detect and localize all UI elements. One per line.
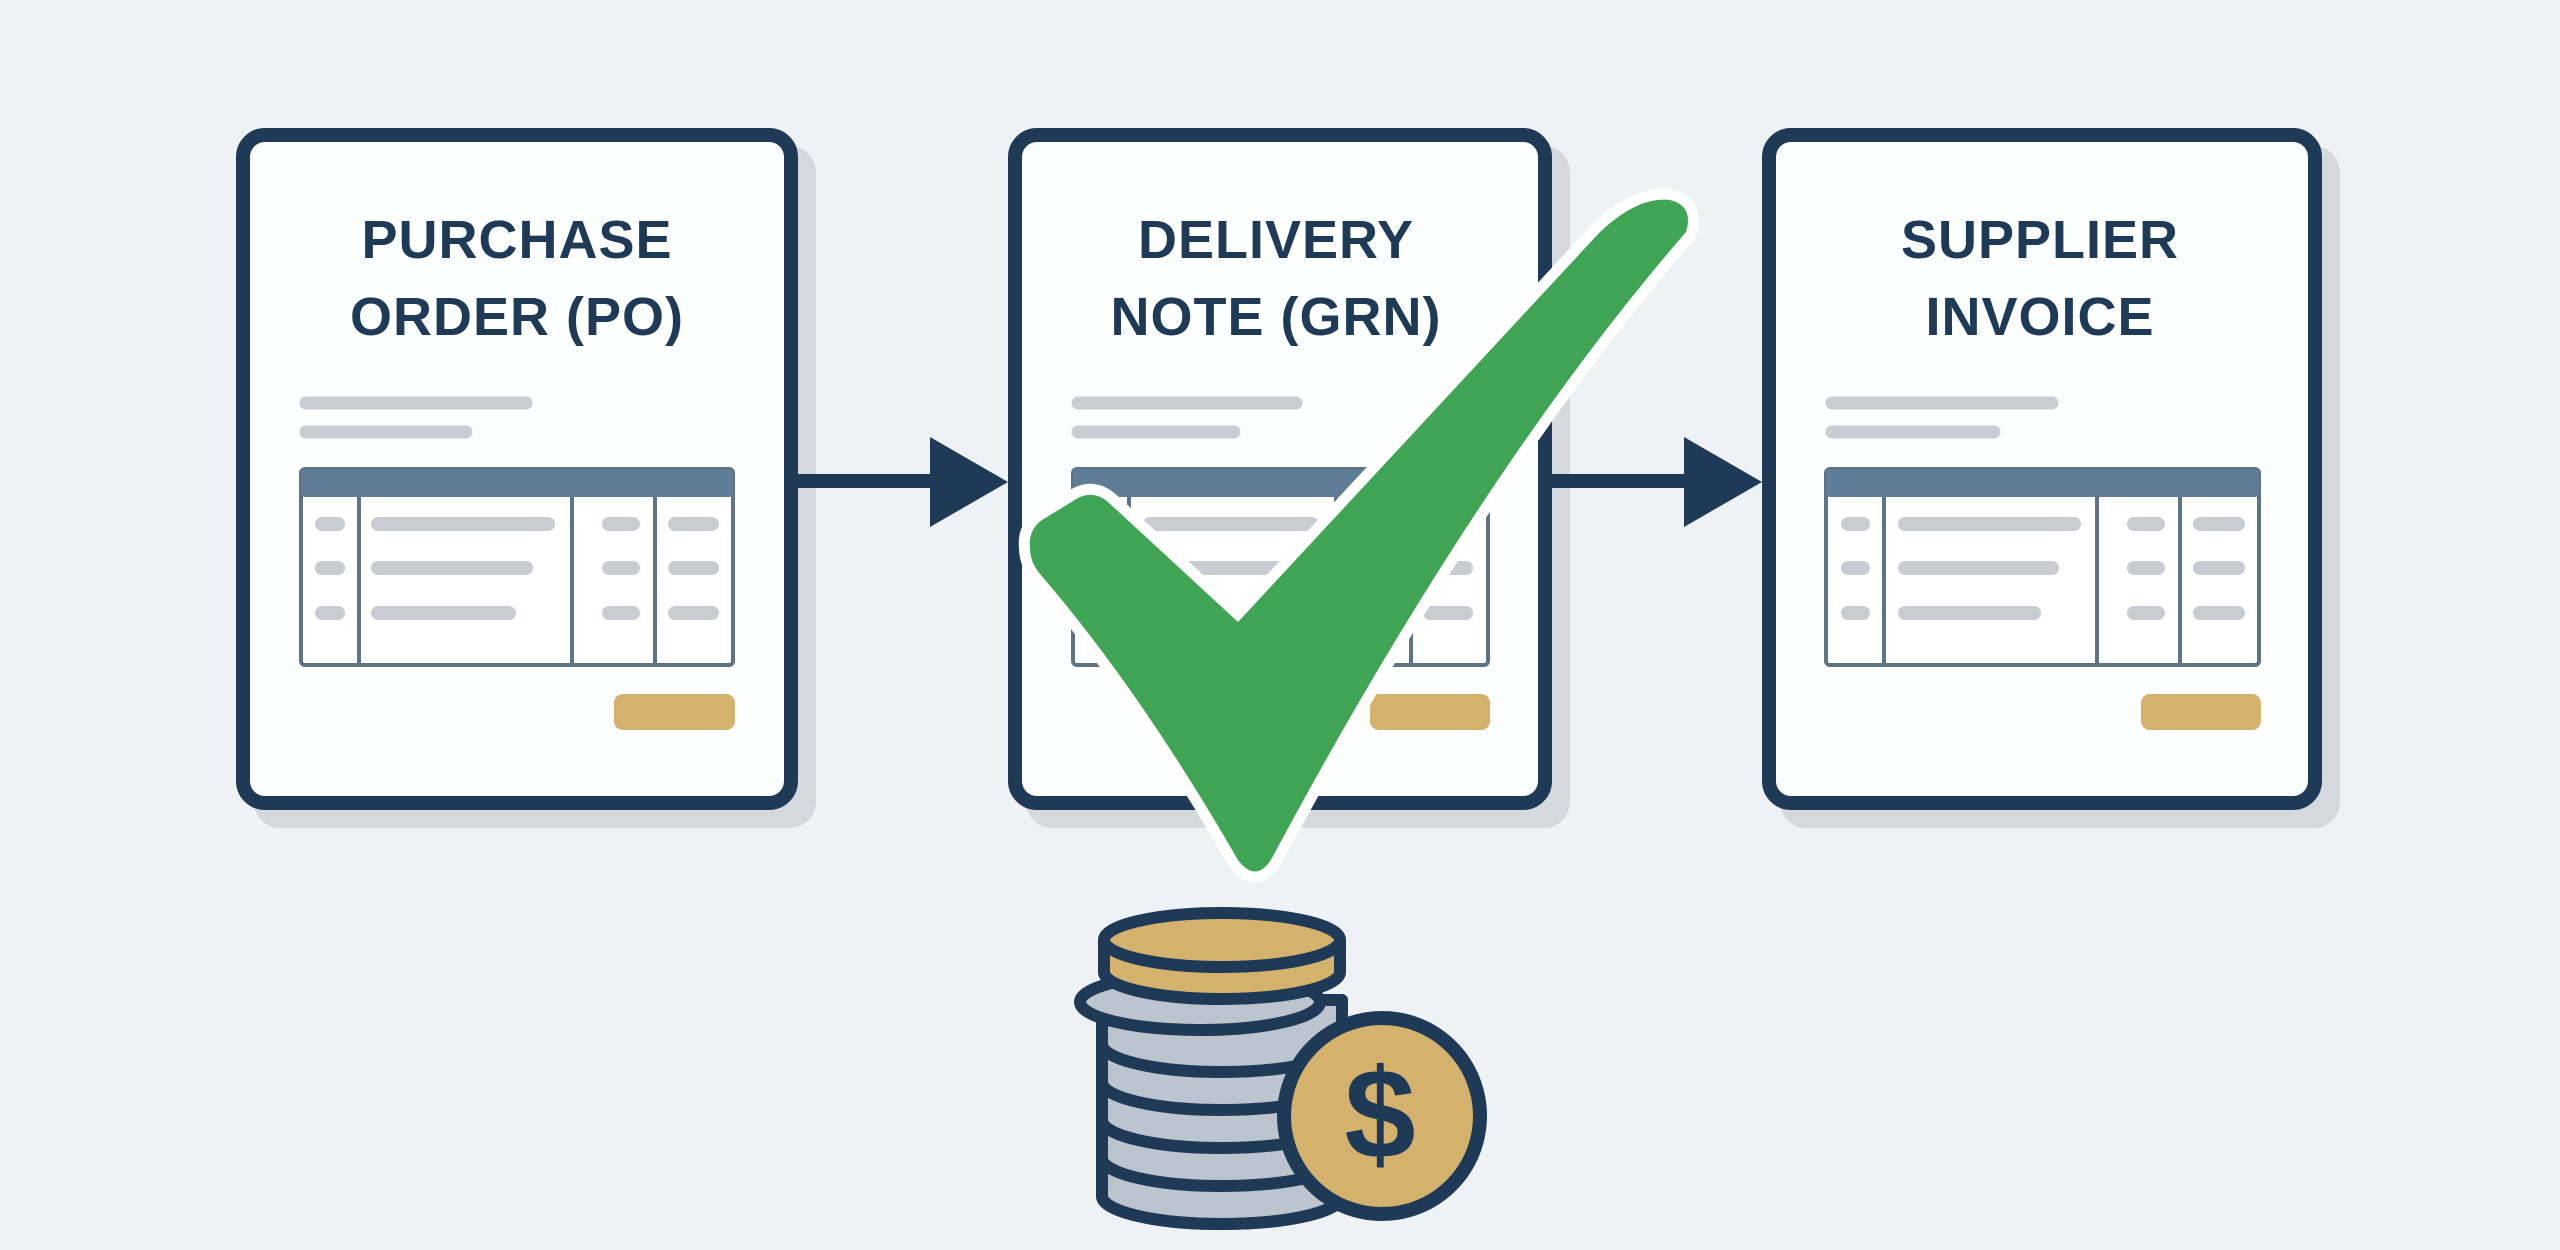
- card-title-line1: SUPPLIER: [1901, 210, 2179, 270]
- document-placeholder-lines: [1825, 396, 2059, 439]
- total-amount-bar: [2141, 694, 2261, 730]
- table-header-bar: [1826, 469, 2259, 497]
- arrow-right-icon: [798, 437, 1008, 527]
- total-amount-bar: [1370, 694, 1490, 730]
- card-title-line2: INVOICE: [1925, 287, 2154, 347]
- card-title-line2: NOTE (GRN): [1111, 287, 1442, 347]
- card-title-line1: DELIVERY: [1138, 210, 1414, 270]
- line-items-table: [1824, 467, 2261, 667]
- card-supplier-invoice: SUPPLIER INVOICE: [1762, 128, 2340, 828]
- dollar-symbol: $: [1344, 1043, 1415, 1186]
- table-header-bar: [301, 469, 733, 497]
- card-title-line2: ORDER (PO): [350, 287, 684, 347]
- card-title-line1: PURCHASE: [361, 210, 672, 270]
- document-placeholder-lines: [299, 396, 533, 439]
- arrow-right-icon: [1552, 437, 1762, 527]
- card-purchase-order: PURCHASE ORDER (PO): [236, 128, 816, 828]
- line-items-table: [299, 467, 735, 667]
- document-placeholder-lines: [1071, 396, 1303, 439]
- checkmark-icon: [1018, 188, 1699, 883]
- total-amount-bar: [614, 694, 735, 730]
- coins-dollar-icon: [1074, 907, 1487, 1230]
